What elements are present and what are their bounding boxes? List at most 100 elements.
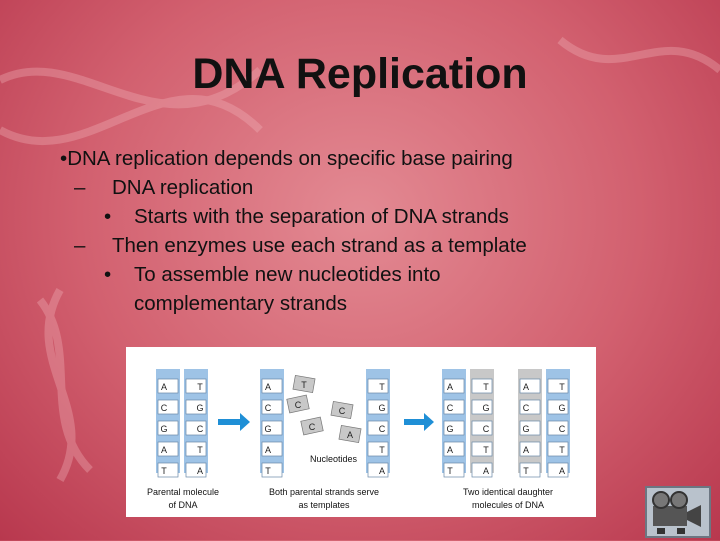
film-camera-icon[interactable] — [645, 486, 711, 538]
base-tile — [547, 378, 569, 394]
base-letter: T — [559, 445, 565, 455]
free-nucleotide — [300, 416, 324, 436]
bullet-text: To assemble new nucleotides into — [134, 263, 441, 286]
arrow-shaft-2 — [404, 419, 424, 425]
base-tile — [519, 399, 541, 415]
base-tile — [261, 420, 283, 436]
bullet-mark: • — [104, 205, 112, 228]
base-letter: A — [379, 466, 385, 476]
film-camera-icon-graphic — [652, 491, 701, 534]
base-tile — [185, 378, 207, 394]
base-tile — [519, 378, 541, 394]
bullet-mark: • — [60, 147, 68, 170]
free-nucleotide-letter: C — [339, 406, 346, 416]
base-tile — [367, 399, 389, 415]
base-tile — [471, 441, 493, 457]
base-letter: C — [559, 424, 566, 434]
base-letter: A — [483, 466, 489, 476]
base-letter: G — [264, 424, 271, 434]
bullet-line: complementary strands — [60, 289, 680, 318]
base-tile — [519, 441, 541, 457]
base-letter: C — [523, 403, 530, 413]
free-nucleotide — [330, 400, 354, 420]
bullet-line: • Starts with the separation of DNA stran… — [60, 202, 680, 231]
base-tile — [547, 462, 569, 478]
base-letter: C — [161, 403, 168, 413]
free-nucleotide — [286, 394, 310, 414]
base-letter: T — [483, 382, 489, 392]
base-letter: G — [160, 424, 167, 434]
free-nucleotide-letter: C — [295, 400, 302, 410]
base-tile — [367, 441, 389, 457]
base-letter: C — [483, 424, 490, 434]
base-letter: T — [447, 466, 453, 476]
base-letter: A — [161, 445, 167, 455]
base-tile — [185, 420, 207, 436]
arrow-head-1 — [240, 413, 250, 431]
base-letter: T — [197, 445, 203, 455]
base-letter: T — [197, 382, 203, 392]
caption-parental-line1: Parental molecule — [147, 487, 219, 497]
base-tile — [471, 462, 493, 478]
free-nucleotide — [338, 424, 362, 444]
base-letter: A — [447, 382, 453, 392]
base-letter: G — [196, 403, 203, 413]
free-nucleotide-letter: A — [347, 430, 353, 440]
base-tile — [157, 420, 179, 436]
arrow-shaft-1 — [218, 419, 240, 425]
arrow-head-2 — [424, 413, 434, 431]
process-arrows — [218, 413, 434, 431]
bullet-text: Then enzymes use each strand as a templa… — [112, 234, 527, 257]
base-tile — [367, 378, 389, 394]
bullet-line: – Then enzymes use each strand as a templ… — [60, 231, 680, 260]
nucleotides-label: Nucleotides — [310, 454, 358, 464]
base-tile — [185, 441, 207, 457]
base-letter: T — [265, 466, 271, 476]
base-letter: A — [161, 382, 167, 392]
bullet-mark: – — [74, 234, 86, 257]
base-letter: T — [559, 382, 565, 392]
slide-title: DNA Replication — [192, 50, 528, 98]
caption-templates-line1: Both parental strands serve — [269, 487, 379, 497]
base-tile — [185, 462, 207, 478]
base-tile — [547, 399, 569, 415]
bullet-line: •To assemble new nucleotides into — [60, 260, 680, 289]
caption-templates-line2: as templates — [298, 500, 350, 510]
base-letter: G — [522, 424, 529, 434]
base-tile — [443, 441, 465, 457]
base-letter: T — [523, 466, 529, 476]
base-tile — [443, 399, 465, 415]
base-letter: C — [447, 403, 454, 413]
base-letter: G — [558, 403, 565, 413]
base-tile — [547, 441, 569, 457]
base-tile — [443, 462, 465, 478]
base-letter: A — [523, 382, 529, 392]
bullet-mark: – — [74, 176, 86, 199]
base-letter: A — [265, 445, 271, 455]
base-tile — [261, 378, 283, 394]
base-tile — [157, 378, 179, 394]
base-tile — [519, 462, 541, 478]
base-letter: A — [265, 382, 271, 392]
free-nucleotide — [292, 374, 316, 394]
base-tile — [367, 420, 389, 436]
base-tile — [519, 420, 541, 436]
base-tile — [157, 399, 179, 415]
base-letter: A — [447, 445, 453, 455]
base-letter: G — [482, 403, 489, 413]
free-nucleotide-letter: C — [309, 422, 316, 432]
bullet-text: Starts with the separation of DNA strand… — [134, 205, 509, 228]
base-tile — [443, 420, 465, 436]
base-tile — [157, 441, 179, 457]
base-letter: T — [379, 445, 385, 455]
base-letter: C — [197, 424, 204, 434]
base-letter: T — [483, 445, 489, 455]
caption-parental-line2: of DNA — [168, 500, 197, 510]
base-tile — [261, 399, 283, 415]
base-letter: T — [379, 382, 385, 392]
